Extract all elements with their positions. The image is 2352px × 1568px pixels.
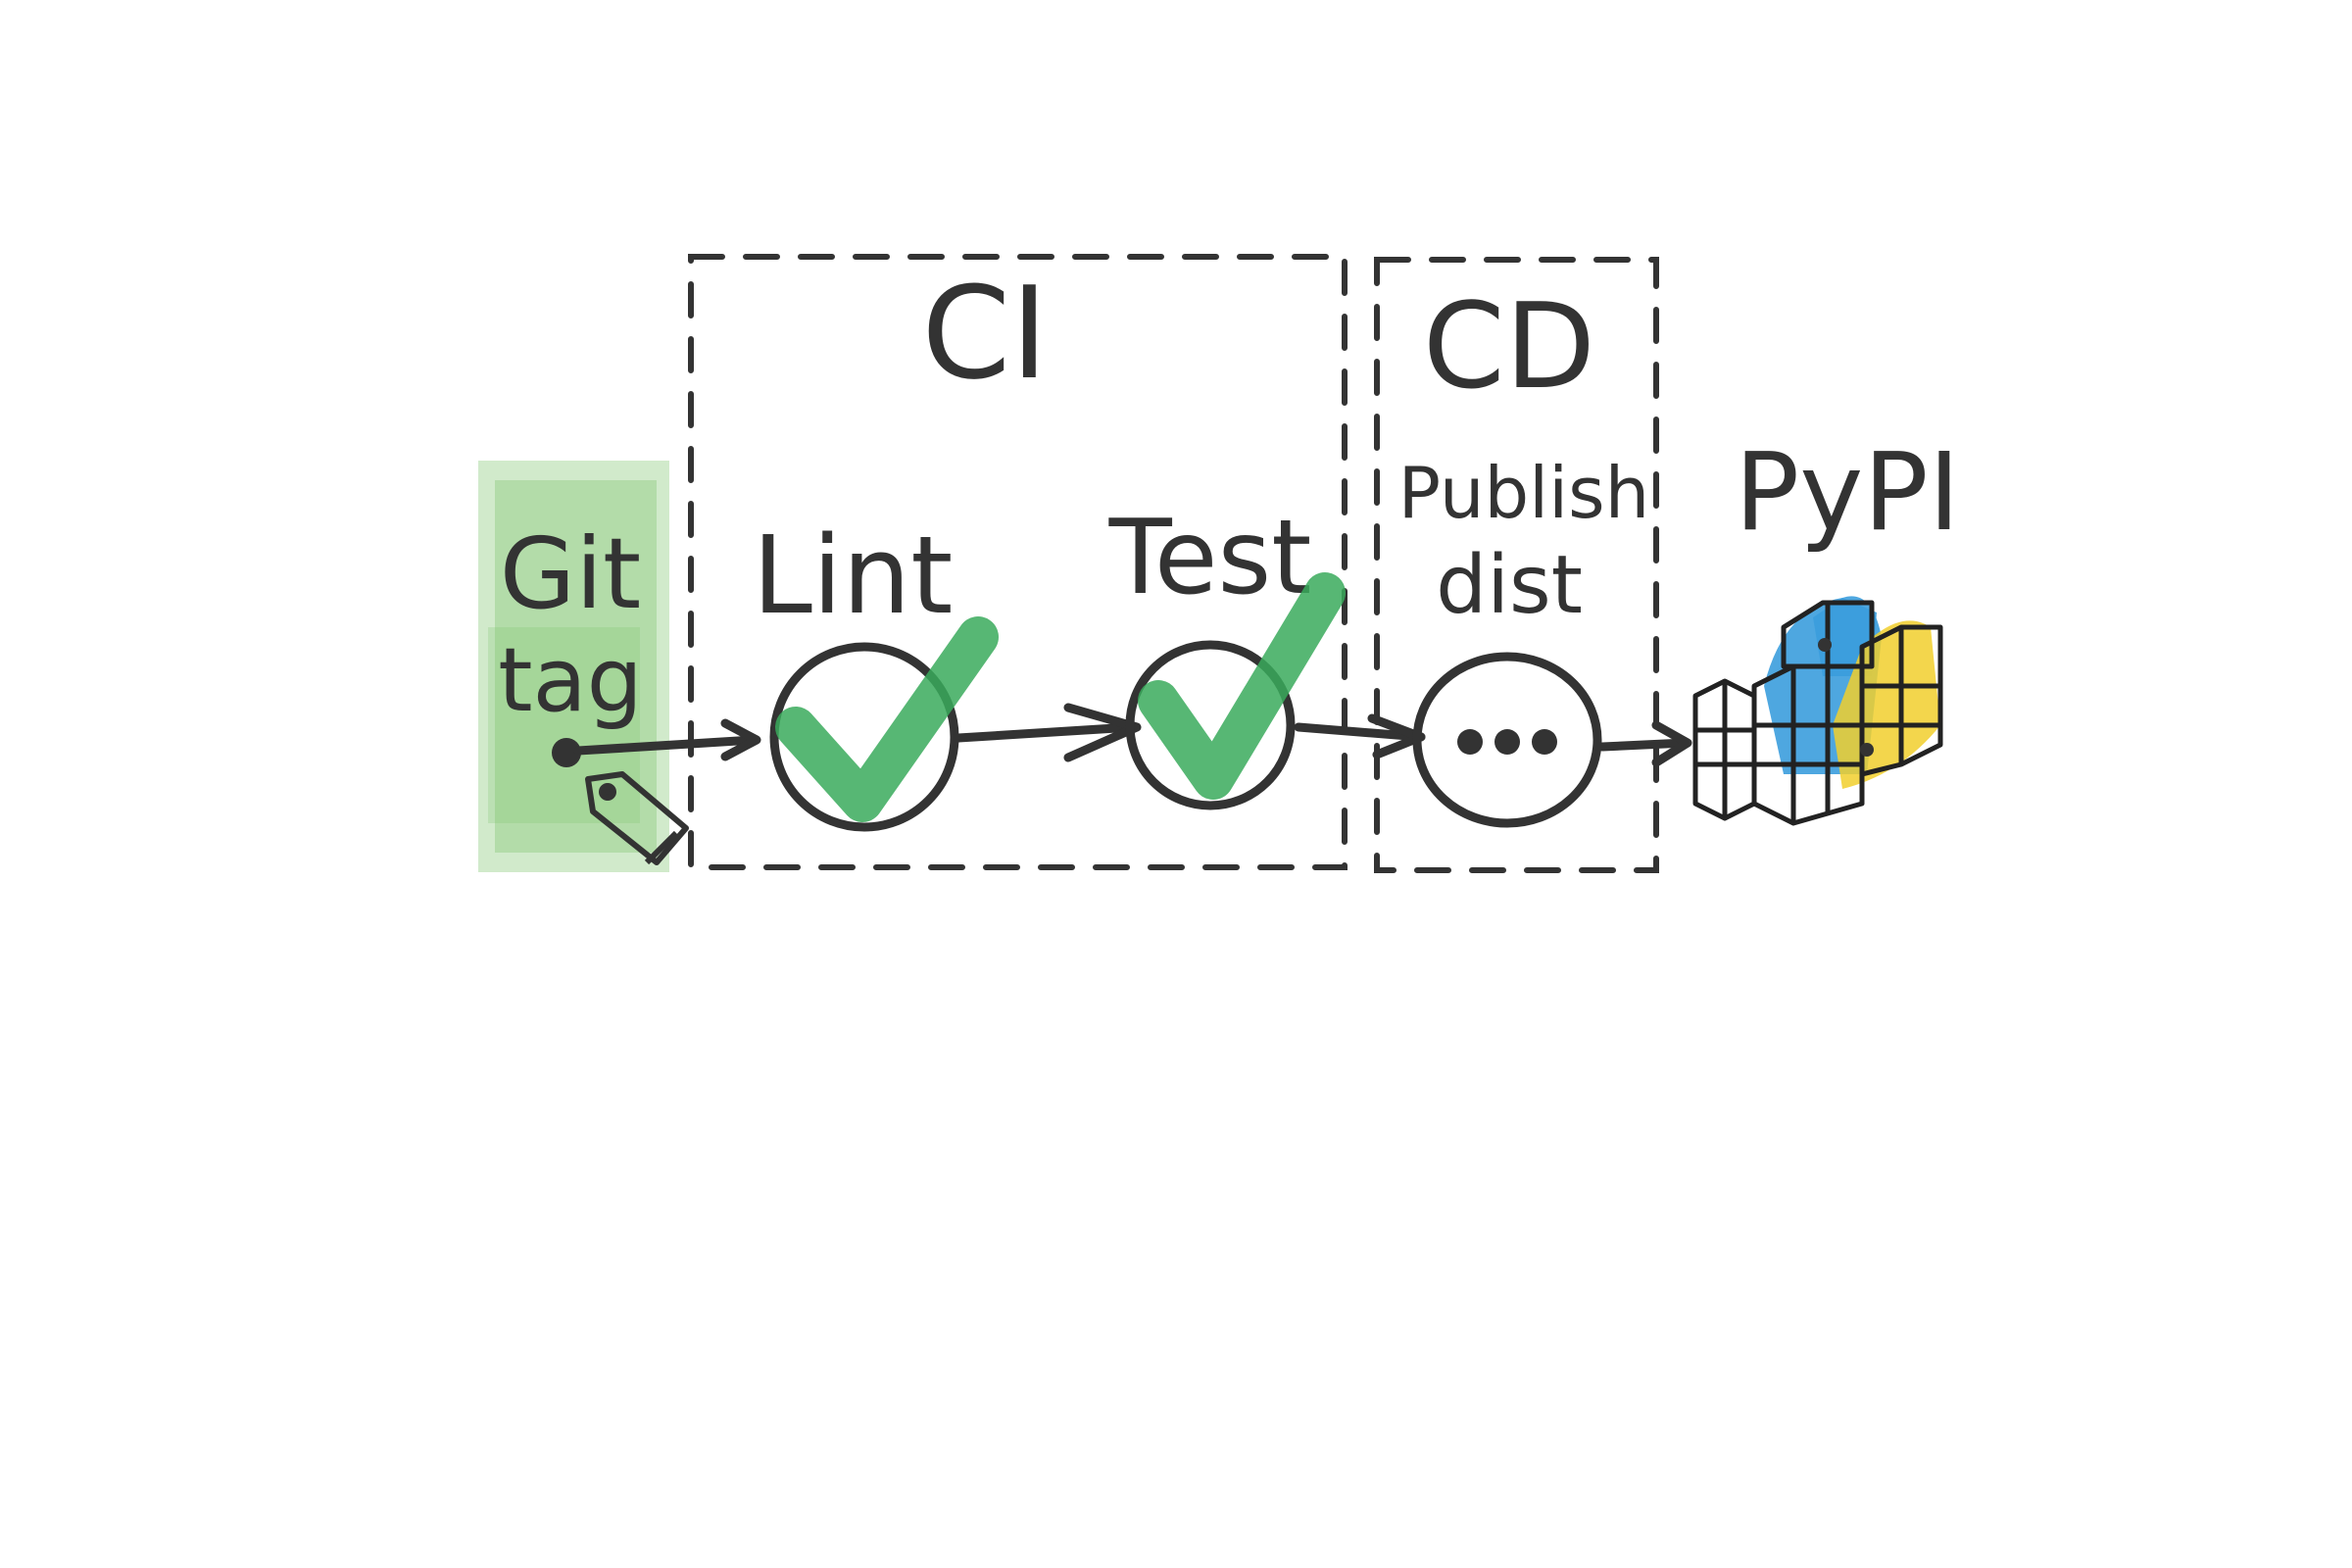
git-label: Git	[500, 516, 641, 631]
dist-label: dist	[1436, 539, 1583, 632]
ci-section-title: CI	[921, 259, 1048, 408]
ci-section-box	[688, 254, 1348, 870]
pypi-label: PyPI	[1735, 429, 1960, 555]
arrow-lint-to-test	[954, 722, 1137, 743]
arrow-publish-to-pypi	[1597, 738, 1690, 752]
git-tag-highlight	[478, 461, 669, 872]
start-dot	[552, 738, 581, 767]
cd-section-title: CD	[1423, 279, 1595, 416]
tag-icon	[585, 771, 689, 865]
lint-step-circle	[769, 642, 959, 832]
check-icon	[1138, 572, 1346, 800]
lint-label: Lint	[753, 513, 954, 638]
arrow-tag-to-lint	[573, 735, 760, 756]
ellipsis-icon	[1457, 729, 1557, 755]
check-icon	[775, 616, 999, 822]
test-step-circle	[1125, 640, 1296, 810]
tag-label: tag	[498, 629, 643, 732]
cd-section-box	[1374, 257, 1659, 873]
pypi-logo	[1692, 596, 1943, 826]
publish-step-circle	[1412, 652, 1602, 828]
connector-arrows	[573, 703, 1692, 767]
arrow-test-to-publish	[1294, 722, 1426, 742]
test-label: Test	[1108, 498, 1312, 617]
publish-label: Publish	[1398, 452, 1650, 534]
